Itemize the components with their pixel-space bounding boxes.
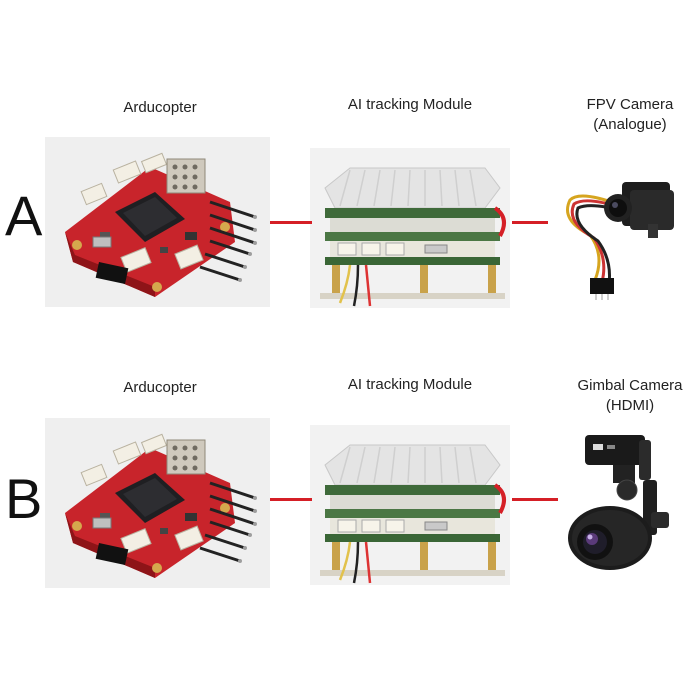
flight-controller-board-image [45,137,270,307]
row-a-wire-fc-to-module [270,221,312,224]
row-b-wire-fc-to-module [270,498,312,501]
row-a-wire-module-to-camera [512,221,548,224]
row-b-letter: B [5,467,43,530]
row-b-camera-label: Gimbal Camera (HDMI) [577,377,683,414]
fpv-camera-image [550,160,680,300]
row-b-flight-controller-label: Arducopter [123,379,197,396]
ai-module-stack-image [310,148,510,308]
row-b-wire-module-to-camera [512,498,558,501]
row-a-camera-label: FPV Camera (Analogue) [586,96,674,133]
ai-module-stack-image [310,425,510,585]
row-a-module-label: AI tracking Module [347,96,473,113]
row-a-letter: A [5,184,43,247]
flight-controller-board-image [45,418,270,588]
row-b-module-label: AI tracking Module [347,376,473,393]
row-a-flight-controller-label: Arducopter [123,99,197,116]
gimbal-camera-image [555,430,685,580]
